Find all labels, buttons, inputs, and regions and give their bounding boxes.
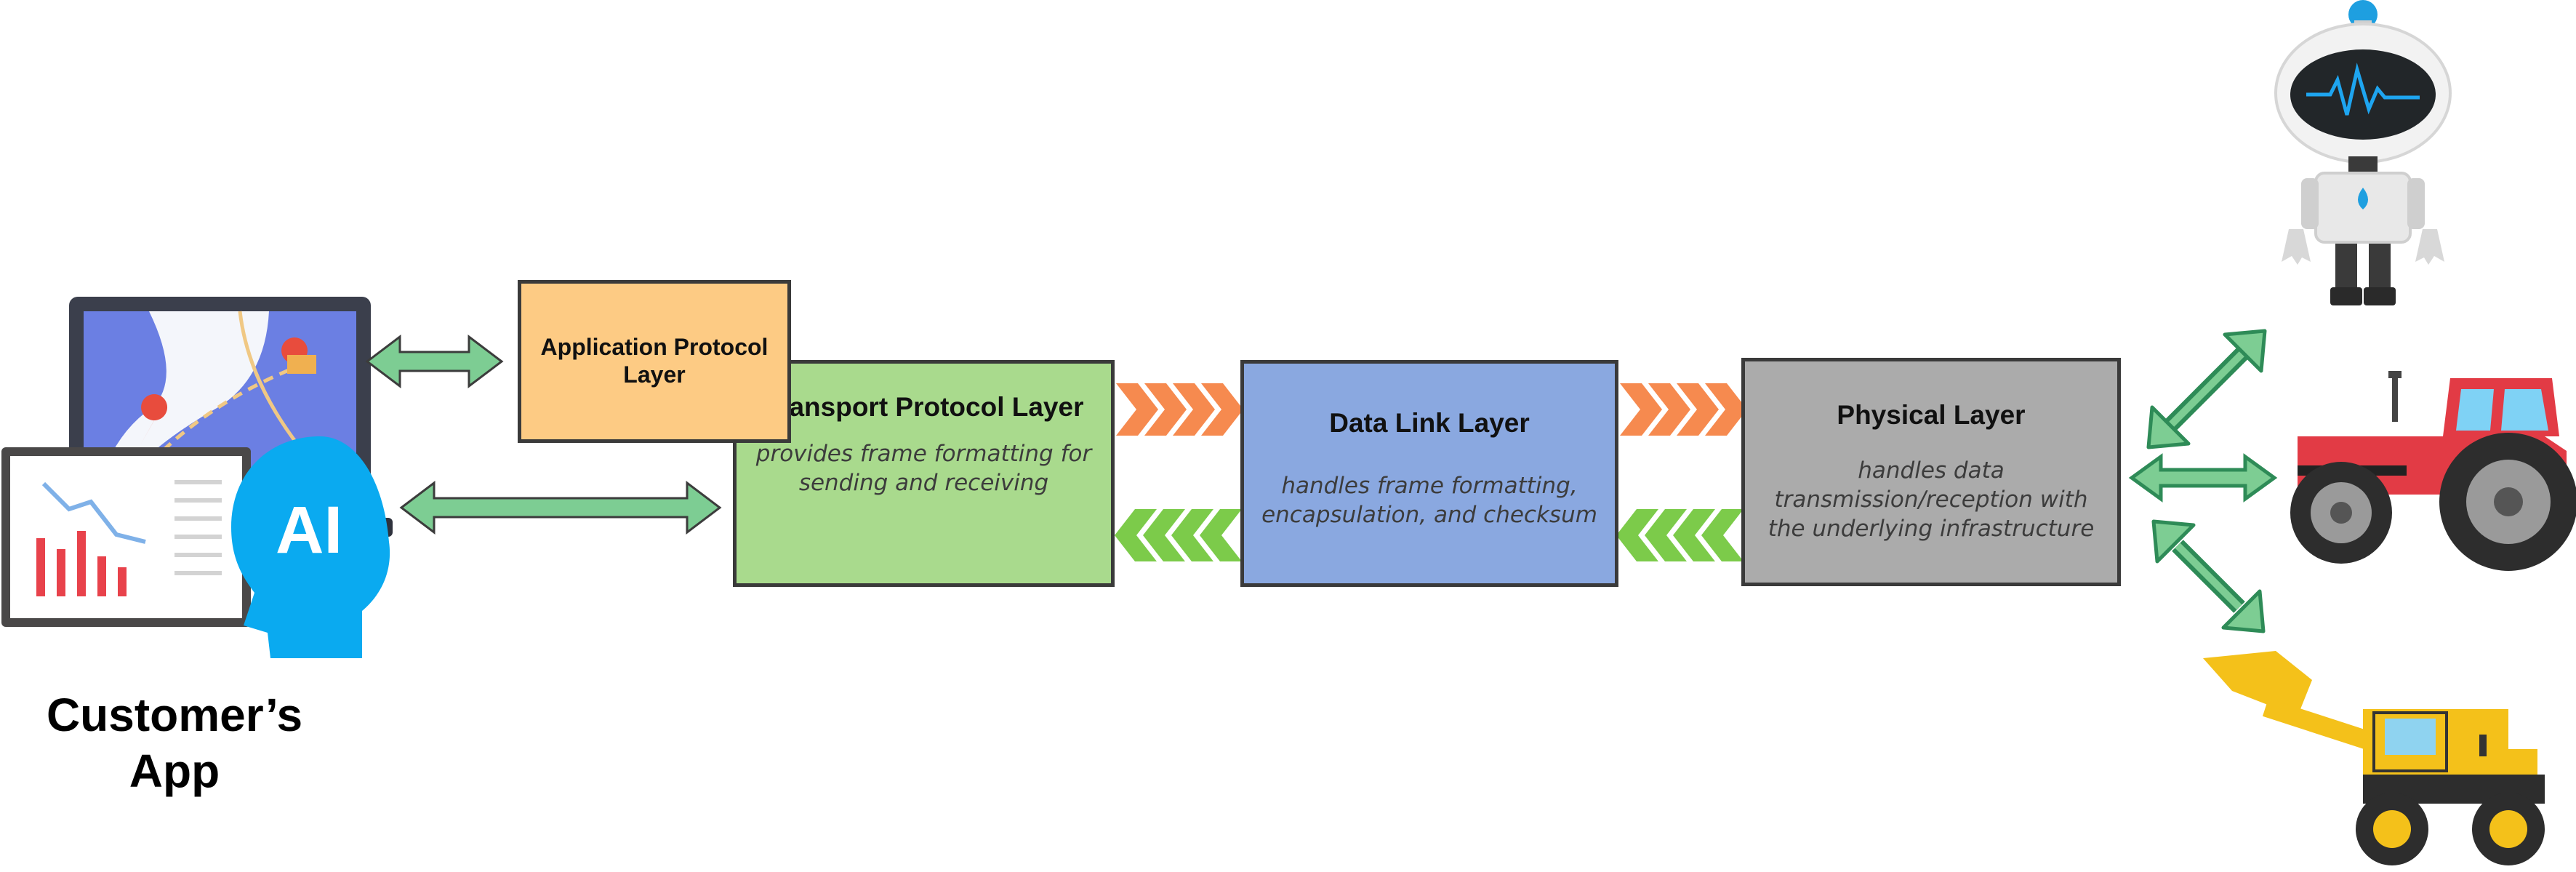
app-to-transport-arrow xyxy=(399,480,722,535)
tractor-icon xyxy=(2290,371,2576,571)
forward-chevrons-datalink-to-physical xyxy=(1620,383,1747,436)
data-link-layer-title: Data Link Layer xyxy=(1329,408,1530,438)
customer-app-label: Customer’s App xyxy=(46,689,303,797)
ai-text: AI xyxy=(276,493,342,567)
forward-chevrons-transport-to-datalink xyxy=(1116,383,1243,436)
physical-layer-description: handles data transmission/reception with… xyxy=(1768,457,2095,543)
physical-to-robot-arrow xyxy=(2146,329,2267,449)
physical-to-tractor-arrow xyxy=(2128,453,2278,503)
dashboard-chart-icon xyxy=(1,447,251,627)
data-link-layer-description: handles frame formatting, encapsulation,… xyxy=(1261,472,1597,528)
application-layer-title: Application Protocol Layer xyxy=(540,334,769,388)
ai-head-icon: AI xyxy=(231,436,390,658)
data-link-layer-box: Data Link Layer handles frame formatting… xyxy=(1240,360,1618,587)
physical-layer-title: Physical Layer xyxy=(1837,400,2026,430)
return-chevrons-datalink-to-transport xyxy=(1115,509,1242,561)
wheel-loader-icon xyxy=(2203,651,2545,865)
transport-layer-description: provides frame formatting for sending an… xyxy=(755,440,1092,496)
app-to-application-arrow xyxy=(365,334,504,389)
return-chevrons-physical-to-datalink xyxy=(1616,509,1744,561)
physical-to-loader-arrow xyxy=(2151,519,2266,633)
transport-layer-title: Transport Protocol Layer xyxy=(763,392,1084,422)
transport-protocol-layer-box: Transport Protocol Layer provides frame … xyxy=(733,360,1115,587)
application-protocol-layer-box: Application Protocol Layer xyxy=(518,280,791,443)
robot-icon xyxy=(2274,0,2452,305)
physical-layer-box: Physical Layer handles data transmission… xyxy=(1741,358,2121,586)
